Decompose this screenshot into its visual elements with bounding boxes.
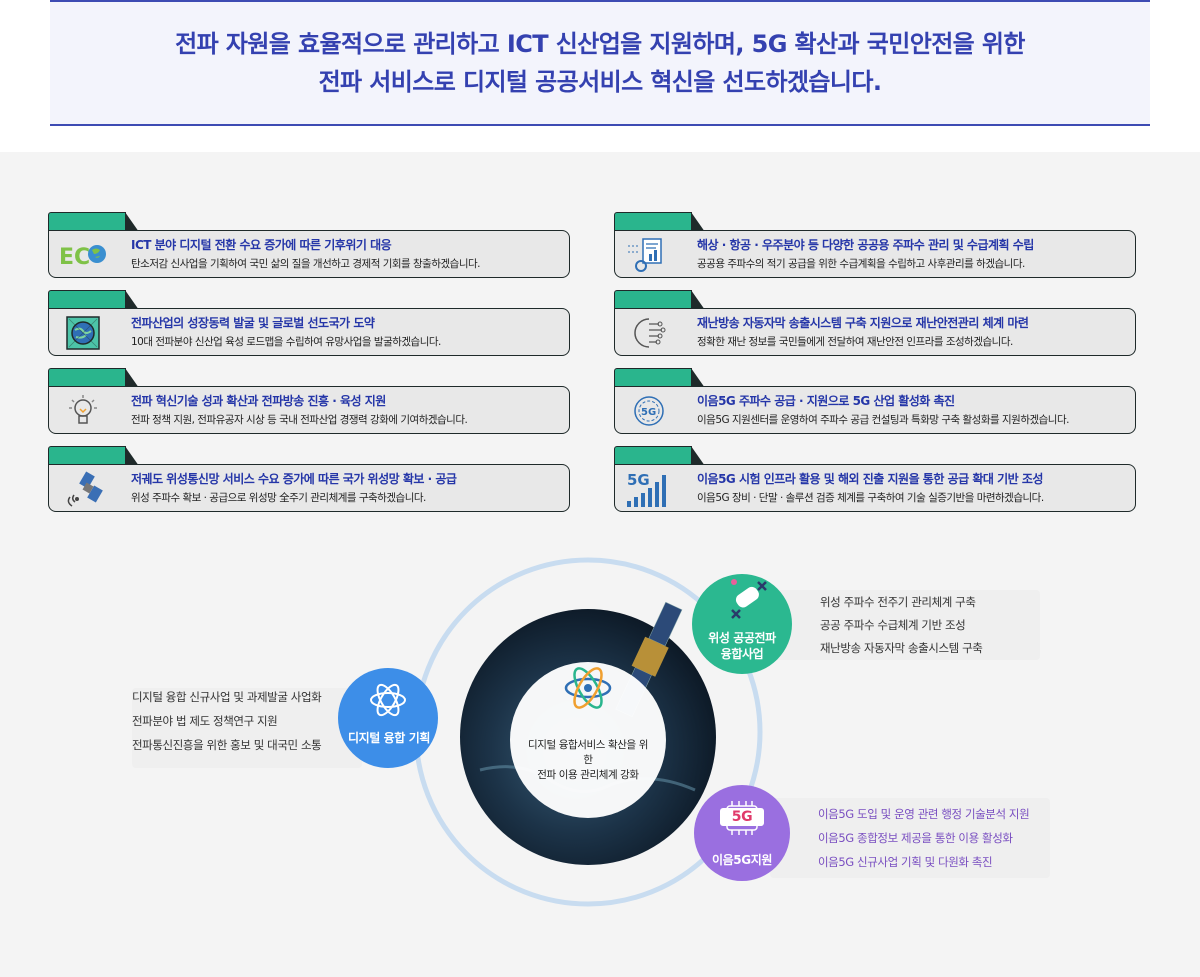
- card-desc: 이음5G 지원센터를 운영하여 주파수 공급 컨설팅과 특화망 구축 활성화를 …: [697, 414, 1069, 426]
- card-title: 저궤도 위성통신망 서비스 수요 증가에 따른 국가 위성망 확보 · 공급: [131, 472, 457, 486]
- atom-icon: [564, 667, 612, 709]
- 5g-signal-icon: 5G: [625, 469, 673, 509]
- left-circle-label: 디지털 융합 기획: [347, 731, 431, 745]
- 5g-circle-icon: 5G: [625, 391, 673, 431]
- headline-line-1: 전파 자원을 효율적으로 관리하고 ICT 신산업을 지원하며, 5G 확산과 …: [175, 30, 1025, 58]
- card-title: ICT 분야 디지털 전환 수요 증가에 따른 기후위기 대응: [131, 238, 392, 252]
- card-desc: 탄소저감 신사업을 기획하여 국민 삶의 질을 개선하고 경제적 기회를 창출하…: [131, 258, 480, 270]
- left-item: 전파통신진흥을 위한 홍보 및 대국민 소통: [132, 738, 322, 752]
- card-desc: 이음5G 장비 · 단말 · 솔루션 검증 체계를 구축하여 기술 실증기반을 …: [697, 492, 1044, 504]
- report-chart-icon: [625, 235, 673, 275]
- card-title: 전파 혁신기술 성과 확산과 전파방송 진흥 · 육성 지원: [131, 394, 386, 408]
- card-satellite: 저궤도 위성통신망 서비스 수요 증가에 따른 국가 위성망 확보 · 공급 위…: [48, 445, 570, 528]
- top-item: 위성 주파수 전주기 관리체계 구축: [820, 595, 976, 609]
- bottom-item: 이음5G 신규사업 기획 및 다원화 촉진: [818, 855, 993, 869]
- left-item: 디지털 융합 신규사업 및 과제발굴 사업화: [132, 690, 322, 704]
- card-title: 해상 · 항공 · 우주분야 등 다양한 공공용 주파수 관리 및 수급계획 수…: [697, 238, 1034, 252]
- card-title: 재난방송 자동자막 송출시스템 구축 지원으로 재난안전관리 체계 마련: [697, 316, 1029, 330]
- headline-line-2: 전파 서비스로 디지털 공공서비스 혁신을 선도하겠습니다.: [318, 68, 882, 96]
- card-ium5g-test: 5G 이음5G 시험 인프라 활용 및 해외 진출 지원을 통한 공급 확대 기…: [614, 445, 1136, 528]
- bottom-circle-label: 이음5G지원: [712, 853, 772, 867]
- card-desc: 공공용 주파수의 적기 공급을 위한 수급계획을 수립하고 사후관리를 하겠습니…: [697, 258, 1025, 270]
- top-item: 공공 주파수 수급체계 기반 조성: [820, 618, 966, 632]
- globe-network-icon: [59, 313, 107, 353]
- card-title: 이음5G 주파수 공급 · 지원으로 5G 산업 활성화 촉진: [697, 394, 955, 408]
- card-innovation: 전파 혁신기술 성과 확산과 전파방송 진흥 · 육성 지원 전파 정책 지원,…: [48, 367, 570, 450]
- card-public-frequency: 해상 · 항공 · 우주분야 등 다양한 공공용 주파수 관리 및 수급계획 수…: [614, 211, 1136, 294]
- svg-text:EC: EC: [59, 245, 90, 270]
- satellite-icon: [59, 469, 107, 509]
- card-desc: 10대 전파분야 신산업 육성 로드맵을 수립하여 유망사업을 발굴하겠습니다.: [131, 336, 441, 348]
- left-item: 전파분야 법 제도 정책연구 지원: [132, 714, 278, 728]
- top-item: 재난방송 자동자막 송출시스템 구축: [820, 641, 983, 655]
- svg-text:5G: 5G: [627, 471, 650, 489]
- card-title: 이음5G 시험 인프라 활용 및 해외 진출 지원을 통한 공급 확대 기반 조…: [697, 472, 1043, 486]
- bottom-item: 이음5G 종합정보 제공을 통한 이용 활성화: [818, 831, 1013, 845]
- satellite-top-icon: [731, 579, 767, 619]
- headline-box: 전파 자원을 효율적으로 관리하고 ICT 신산업을 지원하며, 5G 확산과 …: [50, 0, 1150, 126]
- diagram-graphics: [132, 557, 1050, 907]
- center-caption: 디지털 융합서비스 확산을 위한 전파 이용 관리체계 강화: [528, 739, 648, 781]
- lightbulb-icon: [59, 391, 107, 431]
- card-desc: 전파 정책 지원, 전파유공자 시상 등 국내 전파산업 경쟁력 강화에 기여하…: [131, 414, 468, 426]
- card-disaster-broadcast: 재난방송 자동자막 송출시스템 구축 지원으로 재난안전관리 체계 마련 정확한…: [614, 289, 1136, 372]
- 5g-badge: 5G: [720, 808, 764, 826]
- svg-text:5G: 5G: [641, 407, 656, 418]
- top-circle-label: 위성 공공전파 융합사업: [708, 631, 776, 661]
- card-title: 전파산업의 성장동력 발굴 및 글로벌 선도국가 도약: [131, 316, 375, 330]
- circuit-head-icon: [625, 313, 673, 353]
- bottom-item: 이음5G 도입 및 운영 관련 행정 기술분석 지원: [818, 807, 1030, 821]
- card-ium5g-supply: 5G 이음5G 주파수 공급 · 지원으로 5G 산업 활성화 촉진 이음5G …: [614, 367, 1136, 450]
- card-desc: 위성 주파수 확보 · 공급으로 위성망 全주기 관리체계를 구축하겠습니다.: [131, 492, 426, 504]
- card-climate: EC ICT 분야 디지털 전환 수요 증가에 따른 기후위기 대응 탄소저감 …: [48, 211, 570, 294]
- card-desc: 정확한 재난 정보를 국민들에게 전달하여 재난안전 인프라를 조성하겠습니다.: [697, 336, 1013, 348]
- eco-globe-icon: EC: [59, 235, 107, 275]
- atom-left-icon: [370, 683, 406, 717]
- card-growth: 전파산업의 성장동력 발굴 및 글로벌 선도국가 도약 10대 전파분야 신산업…: [48, 289, 570, 372]
